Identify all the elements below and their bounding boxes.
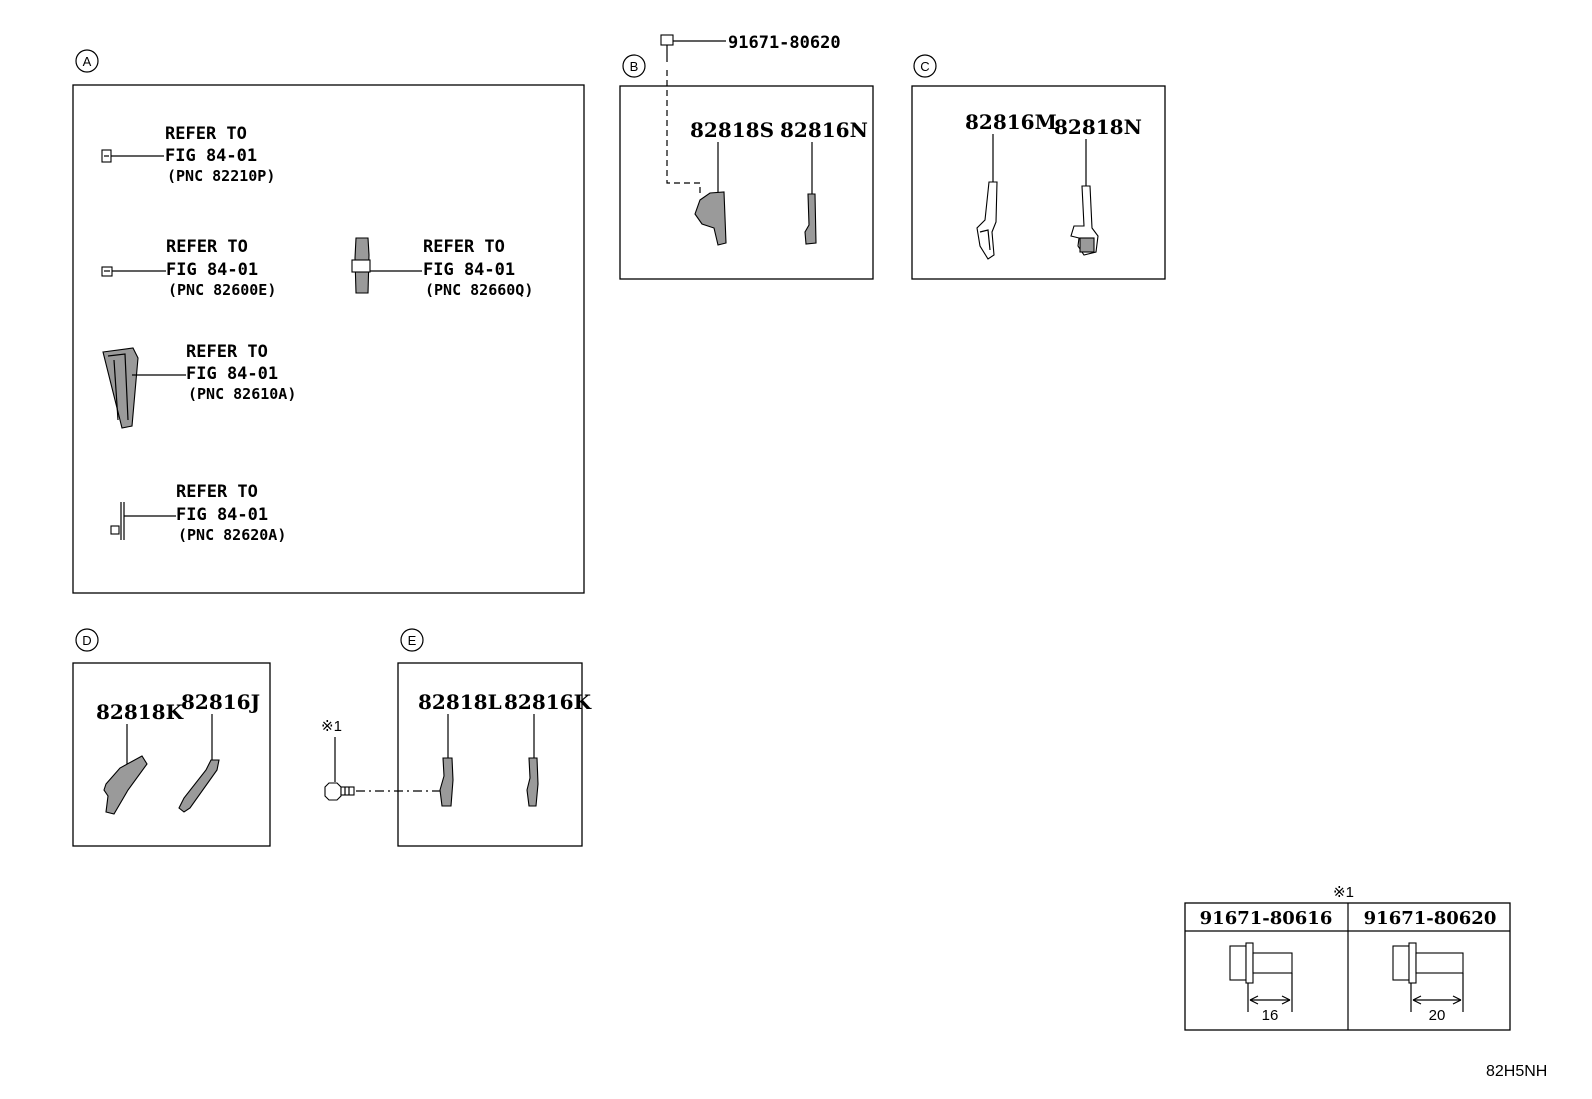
svg-text:REFER TO: REFER TO [186,342,268,362]
svg-text:FIG 84-01: FIG 84-01 [423,260,515,280]
svg-text:FIG 84-01: FIG 84-01 [166,260,258,280]
wire-harness-icon [102,347,139,429]
svg-text:(PNC 82600E): (PNC 82600E) [168,281,276,299]
bolt-column-80620[interactable]: 91671-80620 20 [1364,908,1497,1024]
svg-text:91671-80616: 91671-80616 [1200,908,1333,929]
svg-text:(PNC 82210P): (PNC 82210P) [167,167,275,185]
section-e-marker: E [408,633,417,648]
svg-text:82816M: 82816M [965,110,1057,134]
svg-text:82816N: 82816N [780,118,868,142]
svg-text:REFER TO: REFER TO [165,124,247,144]
svg-text:REFER TO: REFER TO [176,482,258,502]
bolt-head-icon [324,782,342,801]
bracket-icon [178,759,220,813]
bracket-icon [103,755,148,815]
refer-item-82600e[interactable]: REFER TO FIG 84-01 (PNC 82600E) [101,237,276,299]
section-c-marker: C [920,59,929,74]
refer-item-82210p[interactable]: REFER TO FIG 84-01 (PNC 82210P) [101,124,275,185]
part-82816k[interactable]: 82816K [504,690,592,807]
section-a-frame [72,84,585,594]
diagram-id: 82H5NH [1486,1063,1547,1080]
bracket-icon [439,757,454,807]
part-82816j[interactable]: 82816J [178,690,260,813]
svg-text:REFER TO: REFER TO [423,237,505,257]
bolt-head-icon [1392,945,1410,981]
svg-text:82818K: 82818K [96,700,184,724]
section-d-marker: D [82,633,91,648]
svg-text:※1: ※1 [321,718,342,735]
section-a-marker: A [83,54,92,69]
svg-text:91671-80620: 91671-80620 [728,33,841,53]
section-b-frame [619,85,874,280]
part-82818n[interactable]: 82818N [1054,115,1142,256]
section-c-frame [911,85,1166,280]
svg-text:(PNC 82610A): (PNC 82610A) [188,385,296,403]
svg-text:82818L: 82818L [418,690,502,714]
part-82816m[interactable]: 82816M [965,110,1057,260]
part-82818s[interactable]: 82818S [690,118,774,246]
clamp-icon [110,525,120,535]
bolt-91671-80620-top[interactable]: 91671-80620 [660,33,841,62]
bolt-head-icon [1229,945,1247,981]
section-b-marker: B [630,59,639,74]
part-82818l[interactable]: 82818L [418,690,502,807]
svg-text:91671-80620: 91671-80620 [1364,908,1497,929]
svg-text:(PNC 82660Q): (PNC 82660Q) [425,281,533,299]
part-82816n[interactable]: 82816N [780,118,868,245]
section-e: E 82818L 82816K [397,628,592,847]
refer-item-82660q[interactable]: REFER TO FIG 84-01 (PNC 82660Q) [351,237,533,299]
svg-text:FIG 84-01: FIG 84-01 [165,146,257,166]
bolt-spec-table: ※1 91671-80616 16 91671-80620 20 [1184,884,1511,1031]
section-d: D 82818K 82816J [72,628,271,847]
refer-item-82620a[interactable]: REFER TO FIG 84-01 (PNC 82620A) [110,482,286,544]
part-82818k[interactable]: 82818K [96,700,184,815]
section-c: C 82816M 82818N [911,54,1166,280]
section-d-frame [72,662,271,847]
svg-text:82816K: 82816K [504,690,592,714]
bracket-icon [526,757,539,807]
section-e-frame [397,662,583,847]
bolt-note-1[interactable]: ※1 [321,718,440,801]
bolt-head-icon [660,34,674,46]
svg-text:20: 20 [1429,1007,1446,1024]
bracket-icon [694,191,727,246]
section-a: A REFER TO FIG 84-01 (PNC 82210P) REFER … [72,49,585,594]
svg-text:FIG 84-01: FIG 84-01 [186,364,278,384]
bolt-table-note: ※1 [1333,884,1354,901]
svg-text:(PNC 82620A): (PNC 82620A) [178,526,286,544]
svg-text:16: 16 [1262,1007,1279,1024]
bolt-column-80616[interactable]: 91671-80616 16 [1200,908,1333,1024]
refer-item-82610a[interactable]: REFER TO FIG 84-01 (PNC 82610A) [102,342,296,429]
bracket-icon [976,181,998,260]
svg-text:82818S: 82818S [690,118,774,142]
section-b: B 82818S 82816N [619,54,874,280]
svg-text:82818N: 82818N [1054,115,1142,139]
svg-text:REFER TO: REFER TO [166,237,248,257]
svg-text:FIG 84-01: FIG 84-01 [176,505,268,525]
bracket-icon [804,193,817,245]
svg-text:82816J: 82816J [181,690,260,714]
